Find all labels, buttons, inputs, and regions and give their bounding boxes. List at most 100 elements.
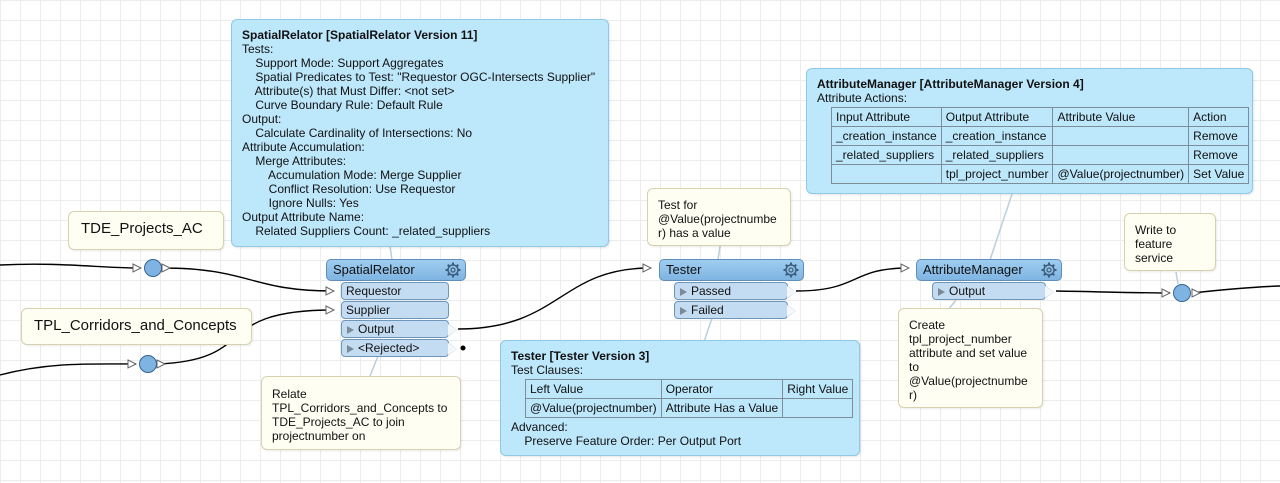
table-cell: @Value(projectnumber) — [1052, 164, 1190, 184]
gear-icon[interactable] — [445, 262, 461, 278]
gear-icon[interactable] — [1041, 262, 1057, 278]
output-pin-icon[interactable] — [786, 285, 796, 299]
attributemanager-info-title: AttributeManager [AttributeManager Versi… — [817, 77, 1084, 91]
wire-writer-out — [1191, 285, 1280, 294]
spatialrelator-title: SpatialRelator — [333, 262, 415, 277]
failed-output-port[interactable]: Failed — [674, 301, 796, 319]
table-header-row: Left Value Operator Right Value — [525, 379, 854, 399]
table-cell: _creation_instance — [831, 126, 942, 146]
output-pin-icon[interactable] — [786, 304, 796, 318]
table-cell: _related_suppliers — [831, 145, 942, 165]
corridors-reader-node[interactable] — [139, 355, 157, 373]
tester-title: Tester — [666, 262, 702, 277]
table-header-row: Input Attribute Output Attribute Attribu… — [831, 107, 1250, 127]
info-line: Attribute(s) that Must Differ: <not set> — [242, 84, 455, 98]
info-line: Support Mode: Support Aggregates — [242, 56, 444, 70]
supplier-label: Supplier — [346, 303, 391, 317]
table-cell: tpl_project_number — [940, 164, 1054, 184]
table-cell: _related_suppliers — [940, 145, 1054, 165]
projects-reader-node[interactable] — [144, 259, 162, 277]
writer-node[interactable] — [1173, 284, 1191, 302]
output-label: Output — [949, 284, 986, 298]
wire-arrow-icon — [156, 359, 167, 369]
relate-note[interactable]: Relate TPL_Corridors_and_Concepts to TDE… — [261, 376, 461, 450]
attributemanager-output-port[interactable]: Output — [932, 282, 1054, 300]
table-cell: _creation_instance — [940, 126, 1054, 146]
info-line: Conflict Resolution: Use Requestor — [242, 182, 456, 196]
table-cell — [1052, 126, 1190, 146]
corridors-note[interactable]: TPL_Corridors_and_Concepts — [21, 308, 252, 345]
table-cell — [831, 164, 942, 184]
play-icon — [347, 344, 354, 353]
attributemanager-info-box: AttributeManager [AttributeManager Versi… — [806, 68, 1253, 194]
table-header-cell: Output Attribute — [940, 107, 1054, 127]
projects-note[interactable]: TDE_Projects_AC — [68, 211, 224, 250]
spatialrelator-info-lines: Tests: Support Mode: Support Aggregates … — [242, 42, 598, 238]
table-header-cell: Input Attribute — [831, 107, 942, 127]
rejected-output-port[interactable]: <Rejected> — [341, 339, 457, 357]
test-clauses-label: Test Clauses: — [511, 363, 584, 377]
output-label: Output — [358, 322, 395, 336]
table-row: @Value(projectnumber) Attribute Has a Va… — [525, 398, 854, 418]
create-attribute-note[interactable]: Create tpl_project_number attribute and … — [898, 308, 1043, 408]
table-cell: Remove — [1188, 145, 1250, 165]
table-cell: @Value(projectnumber) — [525, 398, 662, 418]
wire-output-to-tester — [457, 267, 651, 330]
wire-passed-to-attrmgr — [795, 267, 909, 292]
table-header-cell: Left Value — [525, 379, 662, 399]
wire-arrow-icon — [161, 263, 172, 273]
gear-icon[interactable] — [783, 262, 799, 278]
table-cell — [1052, 145, 1190, 165]
advanced-label: Advanced: — [511, 420, 568, 434]
tester-note[interactable]: Test for @Value(projectnumbe r) has a va… — [647, 188, 791, 246]
info-line: Tests: — [242, 42, 274, 56]
output-pin-icon[interactable] — [1044, 285, 1054, 299]
table-row: tpl_project_number @Value(projectnumber)… — [831, 164, 1250, 184]
play-icon — [347, 325, 354, 334]
wire-arrow-icon — [132, 263, 143, 273]
callout-stem — [1175, 271, 1179, 285]
output-pin-icon[interactable] — [447, 323, 457, 337]
wire-projects-to-requestor — [161, 267, 334, 292]
supplier-input-port[interactable]: Supplier — [341, 301, 449, 319]
attributemanager-title: AttributeManager — [923, 262, 1023, 277]
table-header-cell: Action — [1188, 107, 1250, 127]
rejected-label: <Rejected> — [358, 341, 420, 355]
info-line: Ignore Nulls: Yes — [242, 196, 359, 210]
info-line: Output Attribute Name: — [242, 210, 365, 224]
info-line: Calculate Cardinality of Intersections: … — [242, 126, 473, 140]
wire-arrow-icon — [900, 263, 911, 273]
info-line: Spatial Predicates to Test: "Requestor O… — [242, 70, 596, 84]
spatialrelator-output-port[interactable]: Output — [341, 320, 457, 338]
requestor-input-port[interactable]: Requestor — [341, 282, 449, 300]
attributemanager-transformer[interactable]: AttributeManager — [916, 259, 1062, 281]
info-line: Output: — [242, 112, 282, 126]
table-header-cell: Operator — [660, 379, 784, 399]
info-line: Attribute Accumulation: — [242, 140, 365, 154]
tester-info-title: Tester [Tester Version 3] — [511, 349, 650, 363]
test-clauses-table: Left Value Operator Right Value @Value(p… — [525, 379, 854, 418]
callout-stem — [389, 245, 393, 261]
tester-info-box: Tester [Tester Version 3] Test Clauses: … — [500, 340, 860, 456]
passed-label: Passed — [691, 284, 732, 298]
wire-arrow-icon — [642, 263, 653, 273]
table-row: _related_suppliers _related_suppliers Re… — [831, 145, 1250, 165]
table-cell: Remove — [1188, 126, 1250, 146]
output-pin-icon[interactable] — [447, 342, 457, 356]
spatialrelator-transformer[interactable]: SpatialRelator — [326, 259, 466, 281]
wire-projects-in — [0, 263, 141, 269]
wire-arrow-icon — [127, 359, 138, 369]
spatialrelator-info-box: SpatialRelator [SpatialRelator Version 1… — [231, 19, 609, 247]
tester-transformer[interactable]: Tester — [659, 259, 804, 281]
failed-label: Failed — [691, 303, 724, 317]
rejected-end-dot — [460, 345, 466, 351]
writer-note[interactable]: Write to feature service — [1124, 213, 1216, 271]
wire-attrmgr-to-writer — [1055, 290, 1171, 294]
play-icon — [680, 287, 687, 296]
passed-output-port[interactable]: Passed — [674, 282, 796, 300]
table-header-cell: Attribute Value — [1052, 107, 1190, 127]
attribute-actions-table: Input Attribute Output Attribute Attribu… — [831, 107, 1250, 184]
info-line: Accumulation Mode: Merge Supplier — [242, 168, 462, 182]
callout-stem — [989, 193, 1013, 261]
attribute-actions-label: Attribute Actions: — [817, 91, 908, 105]
